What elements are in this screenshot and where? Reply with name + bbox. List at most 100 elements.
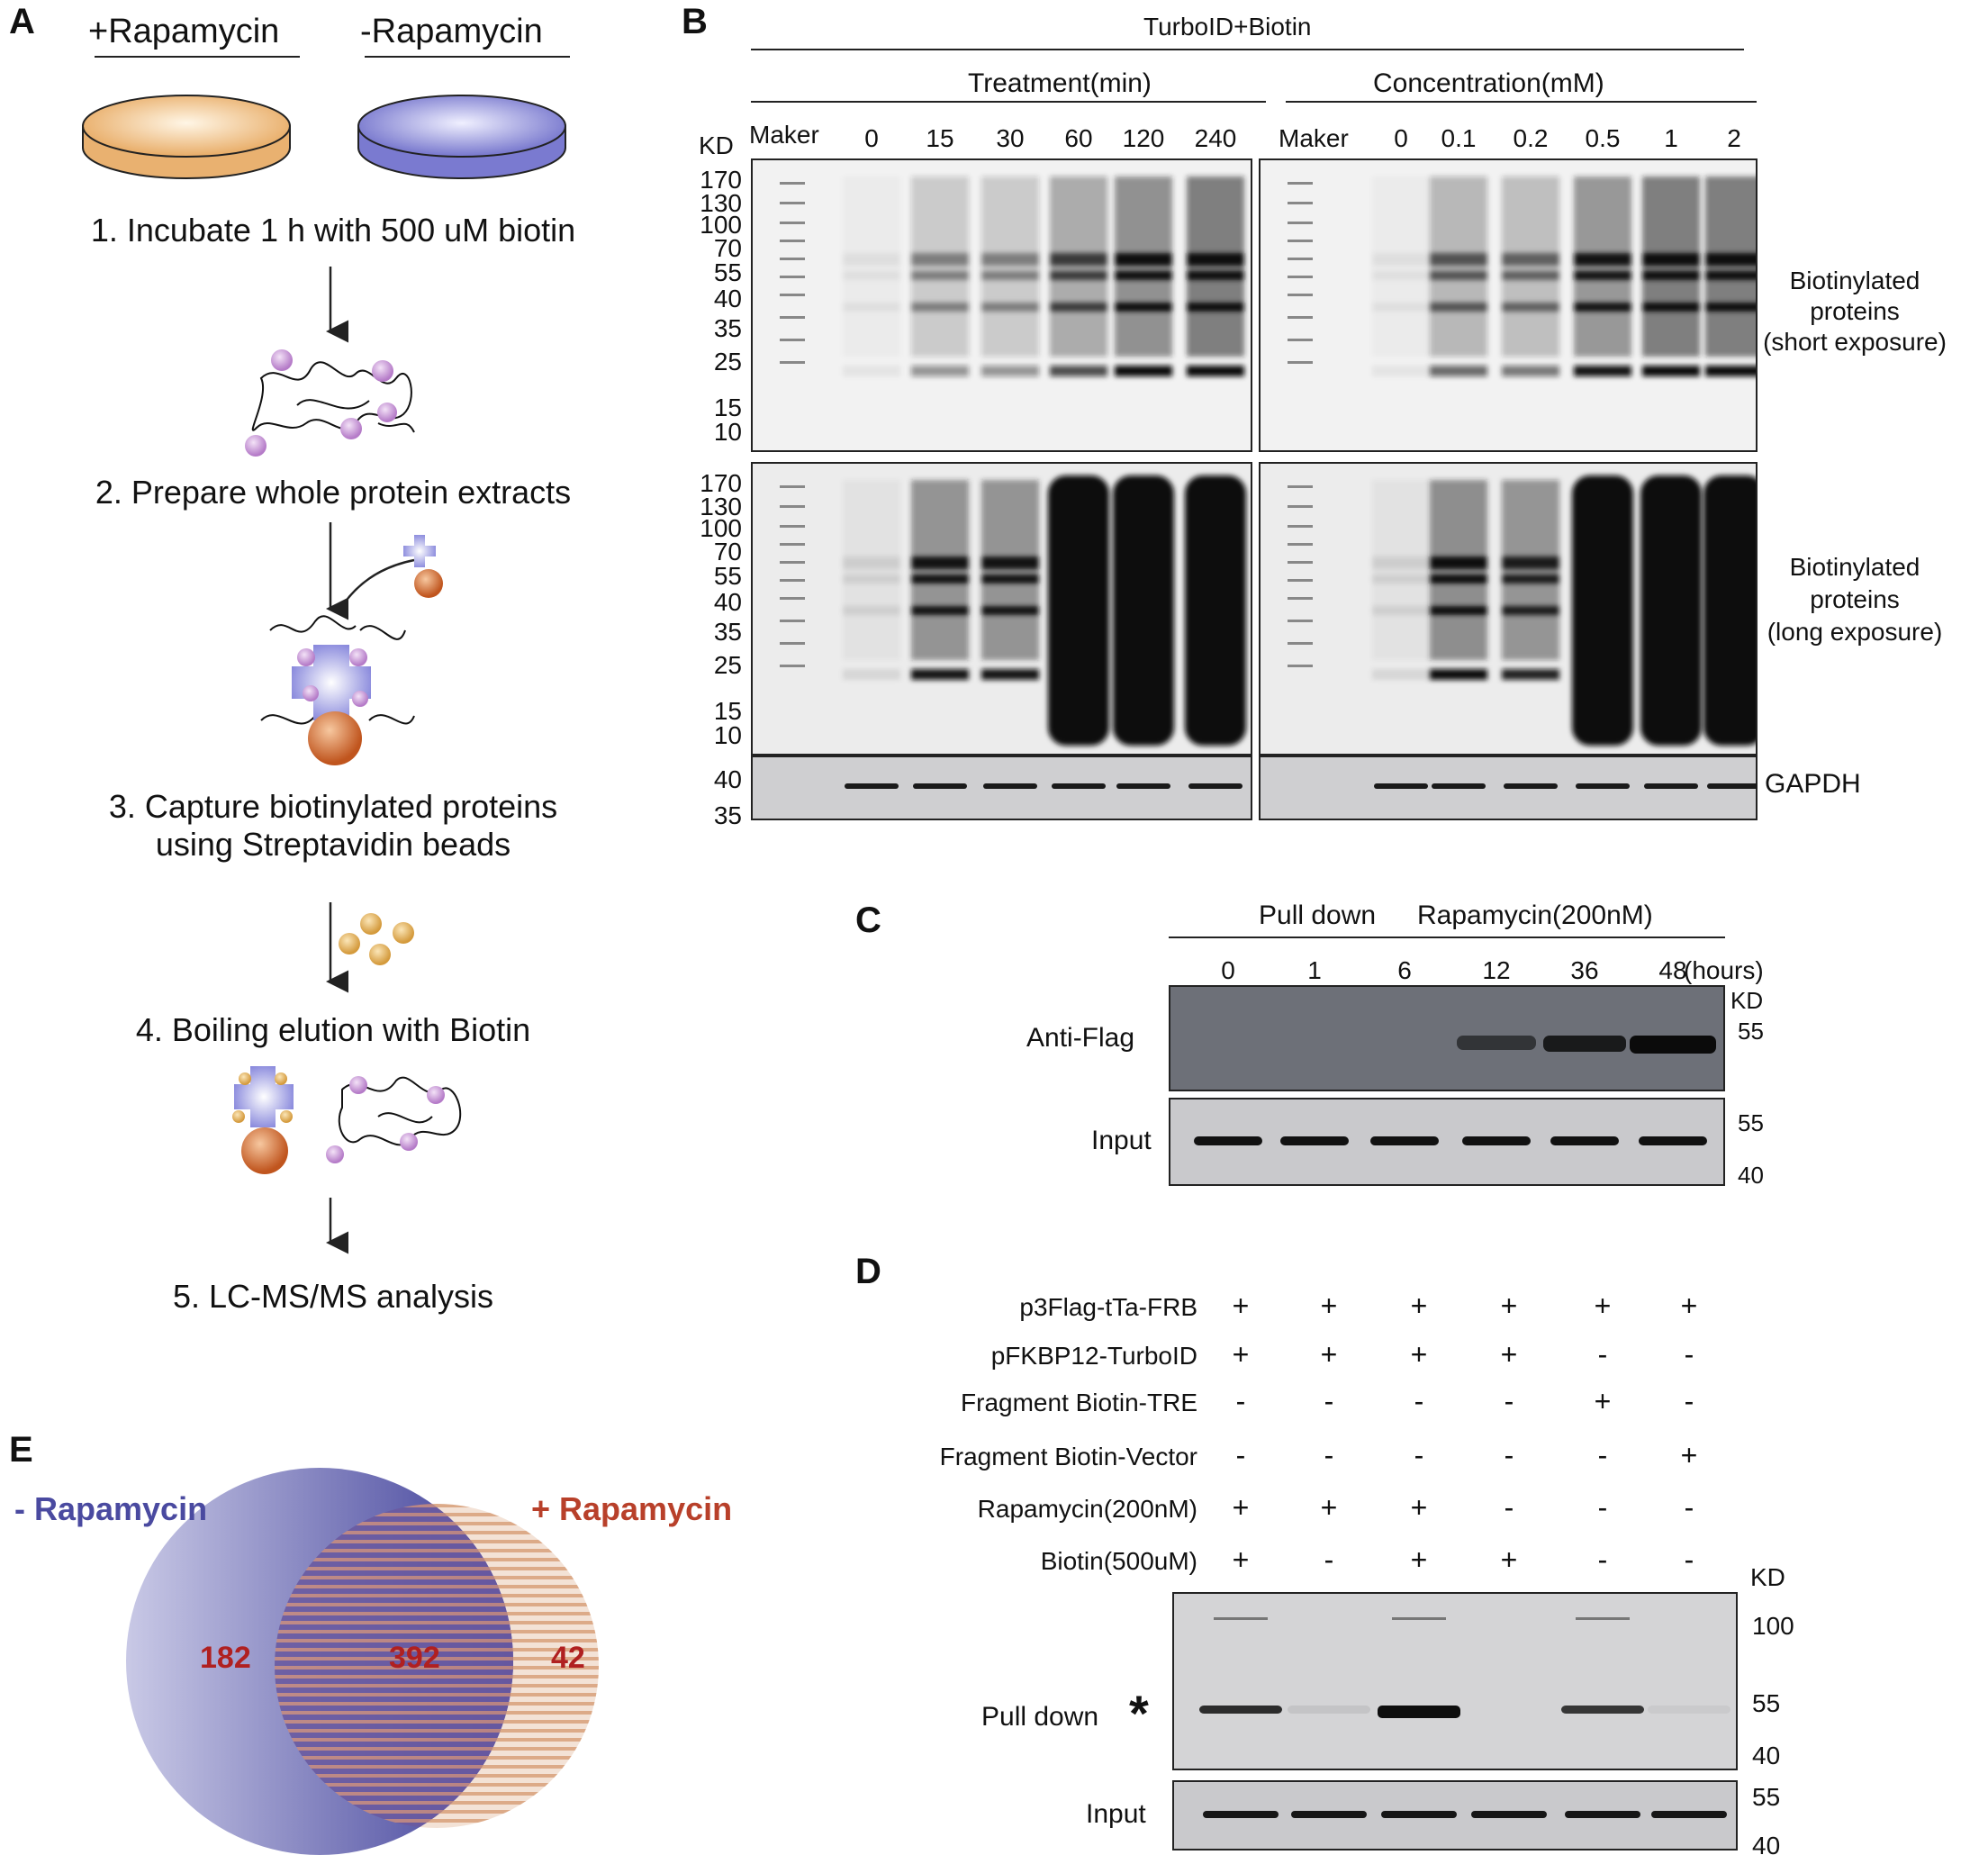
kd-marker-short: 130 [700,189,742,217]
panel-a-letter: A [9,2,35,41]
minus-sign: - [1684,1338,1694,1371]
gapdh-band [913,783,967,789]
streptavidin-icon [403,535,436,567]
long-lane-band [1703,475,1758,746]
plus-sign: + [1410,1543,1428,1576]
ladder-band [780,316,805,319]
pulldown-band [1648,1706,1730,1714]
kd-marker-gapdh: 35 [713,801,742,829]
input-band-d [1291,1811,1367,1818]
gapdh-band [983,783,1037,789]
concentration-underline [1286,101,1757,103]
plus-sign: + [1500,1543,1518,1576]
ladder-band [780,182,805,185]
short-lane-band [1430,176,1487,376]
long-lane-band [1113,475,1174,746]
ladder-band [780,597,805,600]
panel-c-marker: 40 [1738,1162,1764,1189]
ladder-band [1288,240,1313,242]
long-lane-band [1572,475,1633,746]
ladder-band [1288,202,1313,204]
step-1-text: 1. Incubate 1 h with 500 uM biotin [90,212,576,249]
conc-lane-label: 0 [1394,124,1408,152]
pulldown-band [1378,1706,1460,1718]
minus-rapamycin-label: -Rapamycin [360,13,543,50]
count-plus-only: 42 [551,1641,585,1675]
kd-marker-long: 15 [713,697,742,725]
panel-c-kd-label: KD [1730,987,1764,1014]
plus-rapamycin-label: +Rapamycin [88,13,280,50]
faint-band [1214,1617,1268,1620]
biotin-icon [303,685,319,701]
anti-flag-label: Anti-Flag [1026,1023,1135,1053]
long-lane-band [981,480,1039,680]
ladder-band [780,258,805,260]
ladder-band [780,620,805,622]
panel-c-marker: 55 [1738,1018,1764,1045]
anti-flag-band [1457,1036,1536,1050]
input-band-d [1565,1811,1640,1818]
conc-lane-label: 0.1 [1441,124,1477,152]
panel-e-letter: E [9,1430,33,1470]
ladder-band [1288,505,1313,508]
minus-sign: - [1414,1439,1424,1471]
pulldown-blot [1172,1592,1738,1770]
panel-c-lane-label: 0 [1221,956,1235,984]
gapdh-band [1504,783,1558,789]
biotin-icon [297,648,315,666]
minus-sign: - [1414,1385,1424,1417]
pull-down-label: Pull down [981,1702,1099,1732]
kd-marker-short: 55 [713,258,742,286]
plus-sign: + [1232,1543,1250,1576]
short-lane-band [1187,176,1244,376]
kd-marker-long: 100 [700,514,742,542]
ladder-band [1288,543,1313,546]
pulldown-band [1561,1706,1644,1714]
biotin-icon [372,360,393,382]
blue-dish-icon [357,95,566,179]
panel-d-input-label: Input [1086,1799,1146,1829]
kd-marker-short: 70 [713,234,742,262]
kd-marker-short: 170 [700,166,742,194]
minus-sign: - [1504,1439,1514,1471]
biotin-icon [400,1133,418,1151]
plus-sign: + [1320,1289,1338,1322]
input-band-c [1280,1136,1349,1145]
condition-row-label: Rapamycin(200nM) [977,1495,1197,1523]
long-lane-band [1185,475,1246,746]
kd-marker-long: 130 [700,493,742,520]
long-lane-band [1502,480,1559,680]
ladder-band [780,579,805,582]
kd-marker-long: 55 [713,562,742,590]
maker-label-left: Maker [749,121,819,149]
kd-marker-gapdh: 40 [713,765,742,793]
step-3-text-line2: using Streptavidin beads [155,826,511,863]
conc-lane-label: 1 [1664,124,1678,152]
condition-row-label: Biotin(500uM) [1040,1547,1197,1575]
ladder-band [1288,258,1313,260]
long-exposure-label-3: (long exposure) [1767,618,1943,646]
kd-marker-short: 15 [713,394,742,421]
asterisk-marker: * [1129,1685,1149,1742]
venn-diagram [126,1468,599,1855]
header-line [751,49,1744,50]
blot-long-left [751,462,1252,756]
panel-c-lane-label: 36 [1570,956,1599,984]
panel-d-marker: 55 [1752,1783,1781,1811]
biotin-icon [340,418,362,439]
bead-icon [414,569,443,598]
short-lane-band [911,176,969,376]
panel-d-kd-label: KD [1750,1563,1785,1591]
panel-d-blots [1172,1592,1738,1850]
ladder-band [780,240,805,242]
step-5-text: 5. LC-MS/MS analysis [172,1278,494,1315]
ladder-band [1288,182,1313,185]
minus-sign: - [1597,1338,1608,1371]
ladder-band [1288,620,1313,622]
short-exposure-label-2: proteins [1810,297,1900,325]
gapdh-band [1644,783,1698,789]
ladder-band [780,202,805,204]
treatment-header: Treatment(min) [968,68,1152,98]
long-exposure-label-2: proteins [1810,585,1900,613]
gapdh-band [1116,783,1170,789]
